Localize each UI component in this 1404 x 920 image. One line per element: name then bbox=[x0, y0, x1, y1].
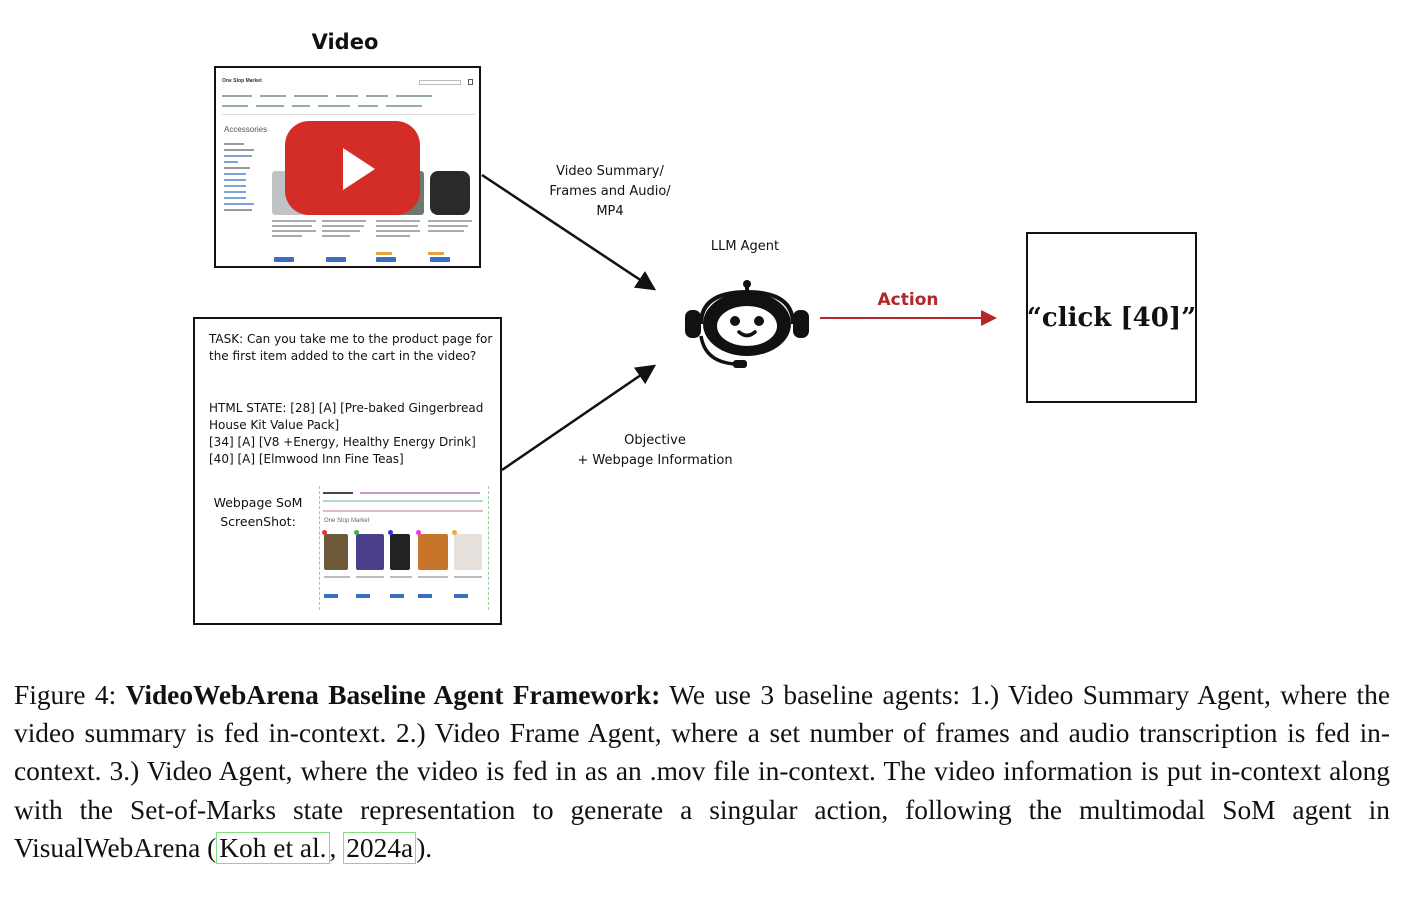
som-nav bbox=[360, 492, 480, 494]
thumbnail-divider bbox=[222, 114, 475, 115]
thumbnail-nav-bar bbox=[222, 93, 475, 113]
som-product-image bbox=[454, 534, 482, 570]
som-text bbox=[356, 576, 384, 578]
thumbnail-category-heading: Accessories bbox=[224, 125, 268, 134]
som-mark bbox=[452, 530, 457, 535]
citation-close: ). bbox=[416, 832, 433, 863]
som-product-image bbox=[324, 534, 348, 570]
som-button bbox=[454, 594, 468, 598]
robot-headset-icon bbox=[685, 280, 809, 368]
citation-author-link[interactable]: Koh et al. bbox=[216, 831, 330, 864]
thumbnail-search-bar bbox=[419, 80, 461, 85]
som-mark bbox=[416, 530, 421, 535]
som-product-image bbox=[356, 534, 384, 570]
thumbnail-product-text bbox=[272, 220, 318, 240]
thumbnail-add-to-cart bbox=[376, 257, 396, 262]
som-text bbox=[324, 576, 350, 578]
som-screenshot: One Stop Market bbox=[319, 486, 489, 610]
caption-body: We use 3 baseline agents: 1.) Video Summ… bbox=[14, 680, 1390, 863]
action-label: Action bbox=[877, 290, 939, 310]
citation-open: ( bbox=[207, 832, 217, 863]
citation-year-link[interactable]: 2024a bbox=[343, 831, 417, 864]
video-summary-label: Video Summary/ Frames and Audio/ MP4 bbox=[549, 164, 671, 219]
som-store-name: One Stop Market bbox=[324, 518, 370, 524]
video-title: Video bbox=[311, 30, 379, 54]
caption-label: Figure 4: bbox=[14, 680, 117, 710]
llm-agent-label: LLM Agent bbox=[710, 239, 780, 254]
som-screenshot-label: Webpage SoM ScreenShot: bbox=[213, 495, 303, 529]
objective-label: Objective + Webpage Information bbox=[577, 433, 733, 468]
som-button bbox=[356, 594, 370, 598]
output-action-text: “click [40]” bbox=[1026, 302, 1197, 333]
som-mark bbox=[354, 530, 359, 535]
thumbnail-product-text bbox=[376, 220, 422, 240]
thumbnail-add-to-cart bbox=[274, 257, 294, 262]
som-text bbox=[418, 576, 448, 578]
citation-separator: , bbox=[329, 832, 344, 863]
som-product-image bbox=[390, 534, 410, 570]
som-text bbox=[454, 576, 482, 578]
thumbnail-product-text bbox=[428, 220, 474, 235]
thumbnail-add-to-cart bbox=[430, 257, 450, 262]
som-button bbox=[390, 594, 404, 598]
output-action-box: “click [40]” bbox=[1026, 232, 1197, 403]
thumbnail-product-image bbox=[430, 171, 470, 215]
som-mark bbox=[322, 530, 327, 535]
task-input-box: TASK: Can you take me to the product pag… bbox=[193, 317, 502, 625]
thumbnail-store-name: One Stop Market bbox=[222, 78, 262, 84]
som-text bbox=[390, 576, 412, 578]
som-nav bbox=[323, 500, 483, 502]
som-product-image bbox=[418, 534, 448, 570]
thumbnail-product-text bbox=[322, 220, 368, 240]
task-question: TASK: Can you take me to the product pag… bbox=[209, 332, 493, 363]
som-button bbox=[324, 594, 338, 598]
html-state: HTML STATE: [28] [A] [Pre-baked Gingerbr… bbox=[209, 401, 484, 466]
thumbnail-rating bbox=[376, 252, 392, 255]
thumbnail-rating bbox=[428, 252, 444, 255]
som-mark bbox=[388, 530, 393, 535]
som-nav bbox=[323, 510, 483, 512]
figure-caption: Figure 4: VideoWebArena Baseline Agent F… bbox=[14, 676, 1390, 867]
thumbnail-add-to-cart bbox=[326, 257, 346, 262]
thumbnail-cart-icon bbox=[468, 79, 473, 85]
som-button bbox=[418, 594, 432, 598]
caption-title: VideoWebArena Baseline Agent Framework: bbox=[125, 680, 661, 710]
thumbnail-sidebar bbox=[224, 143, 260, 215]
play-triangle-icon bbox=[343, 148, 375, 190]
som-header bbox=[323, 492, 353, 494]
